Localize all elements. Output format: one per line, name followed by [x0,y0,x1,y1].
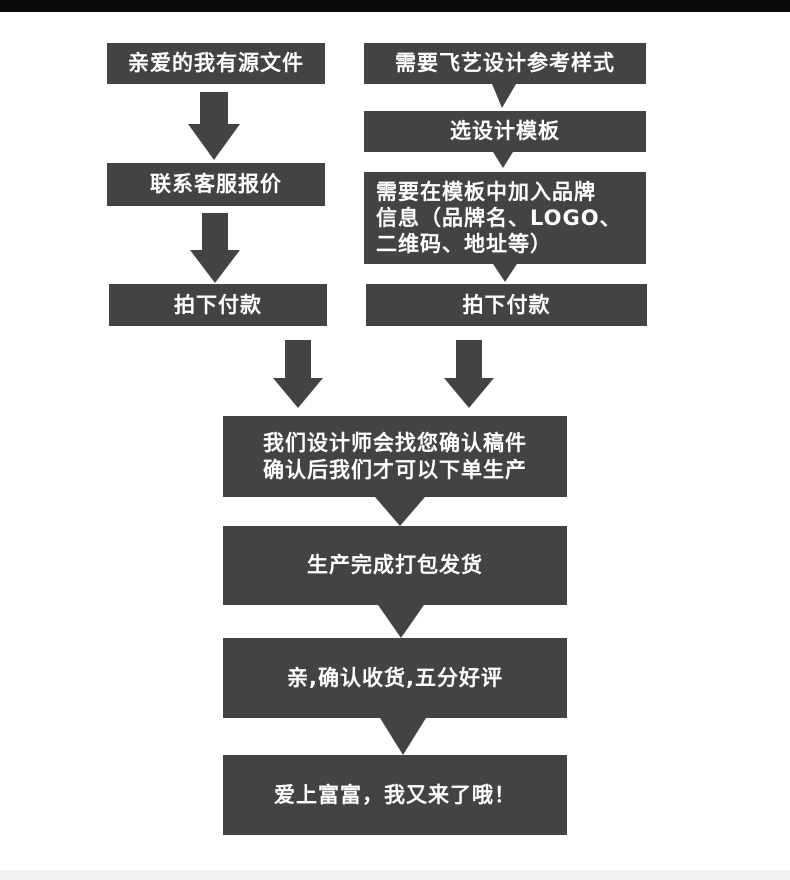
arrow-merge-left [273,340,323,408]
arrow-center-3 [380,718,426,755]
arrow-center-2 [378,605,424,638]
right-step-reference-style: 需要飞艺设计参考样式 [364,43,646,84]
arrow-right-3 [493,264,517,282]
right-step-add-brand-info: 需要在模板中加入品牌 信息（品牌名、LOGO、 二维码、地址等） [364,172,646,264]
arrow-left-2 [190,213,240,283]
arrow-center-1 [375,497,425,526]
left-step-have-source-file: 亲爱的我有源文件 [107,43,325,84]
step-review: 亲,确认收货,五分好评 [223,638,567,718]
right-step-pay: 拍下付款 [366,284,647,326]
left-step-pay: 拍下付款 [109,284,327,326]
arrow-right-1 [492,84,516,108]
top-bar [0,0,790,12]
left-step-contact-service: 联系客服报价 [107,163,325,206]
arrow-right-2 [493,152,513,168]
step-designer-confirm: 我们设计师会找您确认稿件 确认后我们才可以下单生产 [223,416,567,497]
bottom-strip [0,870,790,880]
step-ship: 生产完成打包发货 [223,526,567,605]
arrow-merge-right [444,340,494,408]
step-thanks: 爱上富富，我又来了哦！ [223,755,567,835]
arrow-left-1 [188,92,240,160]
right-step-choose-template: 选设计模板 [364,111,646,152]
